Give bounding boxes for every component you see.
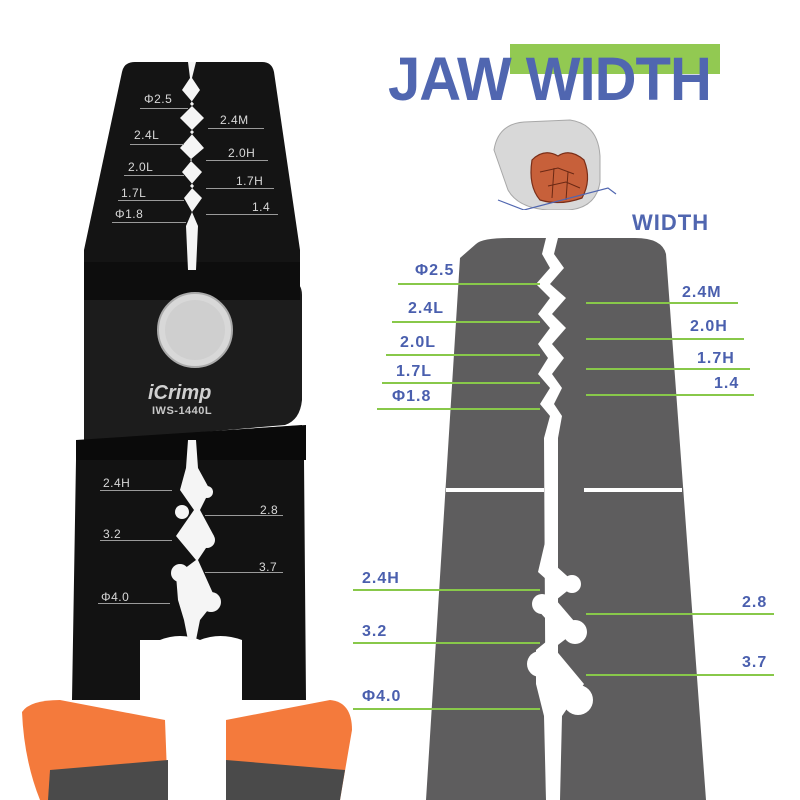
width-label: WIDTH — [632, 210, 710, 235]
jaw-label: 3.2 — [362, 623, 388, 640]
tool-brand-logo: iCrimp — [148, 382, 212, 404]
jaw-label: 2.4L — [408, 300, 445, 317]
tool-label: 1.7L — [121, 186, 147, 200]
tool-label: 2.8 — [260, 503, 279, 517]
tool-label: 2.0H — [228, 146, 256, 160]
tool-label: 3.7 — [259, 560, 278, 574]
jaw-label: 1.7L — [396, 363, 433, 380]
tool-label: Φ1.8 — [115, 207, 144, 221]
jaw-label: 2.4M — [682, 284, 722, 301]
jaw-label: Φ4.0 — [362, 688, 402, 705]
jaw-label: 3.7 — [742, 654, 768, 671]
tool-label: 1.4 — [252, 200, 271, 214]
jaw-profile-diagram — [426, 238, 706, 800]
tool-model-label: IWS-1440L — [152, 405, 213, 417]
jaw-label: 2.8 — [742, 594, 768, 611]
jaw-label: 2.4H — [362, 570, 400, 587]
title-accent-bar — [510, 44, 720, 74]
tool-label: 1.7H — [236, 174, 264, 188]
jaw-label: Φ2.5 — [415, 262, 455, 279]
tool-label: 2.4H — [103, 476, 131, 490]
jaw-label: 1.7H — [697, 350, 735, 367]
tool-label: Φ2.5 — [144, 92, 173, 106]
crimped-terminal-diagram — [493, 119, 617, 210]
title-text: JAW WIDTH — [388, 45, 712, 114]
tool-label: Φ4.0 — [101, 590, 130, 604]
jaw-width-title: JAW WIDTH — [388, 44, 720, 114]
jaw-label: 2.0H — [690, 318, 728, 335]
tool-label: 3.2 — [103, 527, 122, 541]
jaw-label: 2.0L — [400, 334, 437, 351]
crimper-tool-illustration — [22, 62, 352, 800]
tool-label: 2.0L — [128, 160, 154, 174]
jaw-label: 1.4 — [714, 375, 740, 392]
tool-label: 2.4L — [134, 128, 160, 142]
jaw-label: Φ1.8 — [392, 388, 432, 405]
tool-label: 2.4M — [220, 113, 249, 127]
